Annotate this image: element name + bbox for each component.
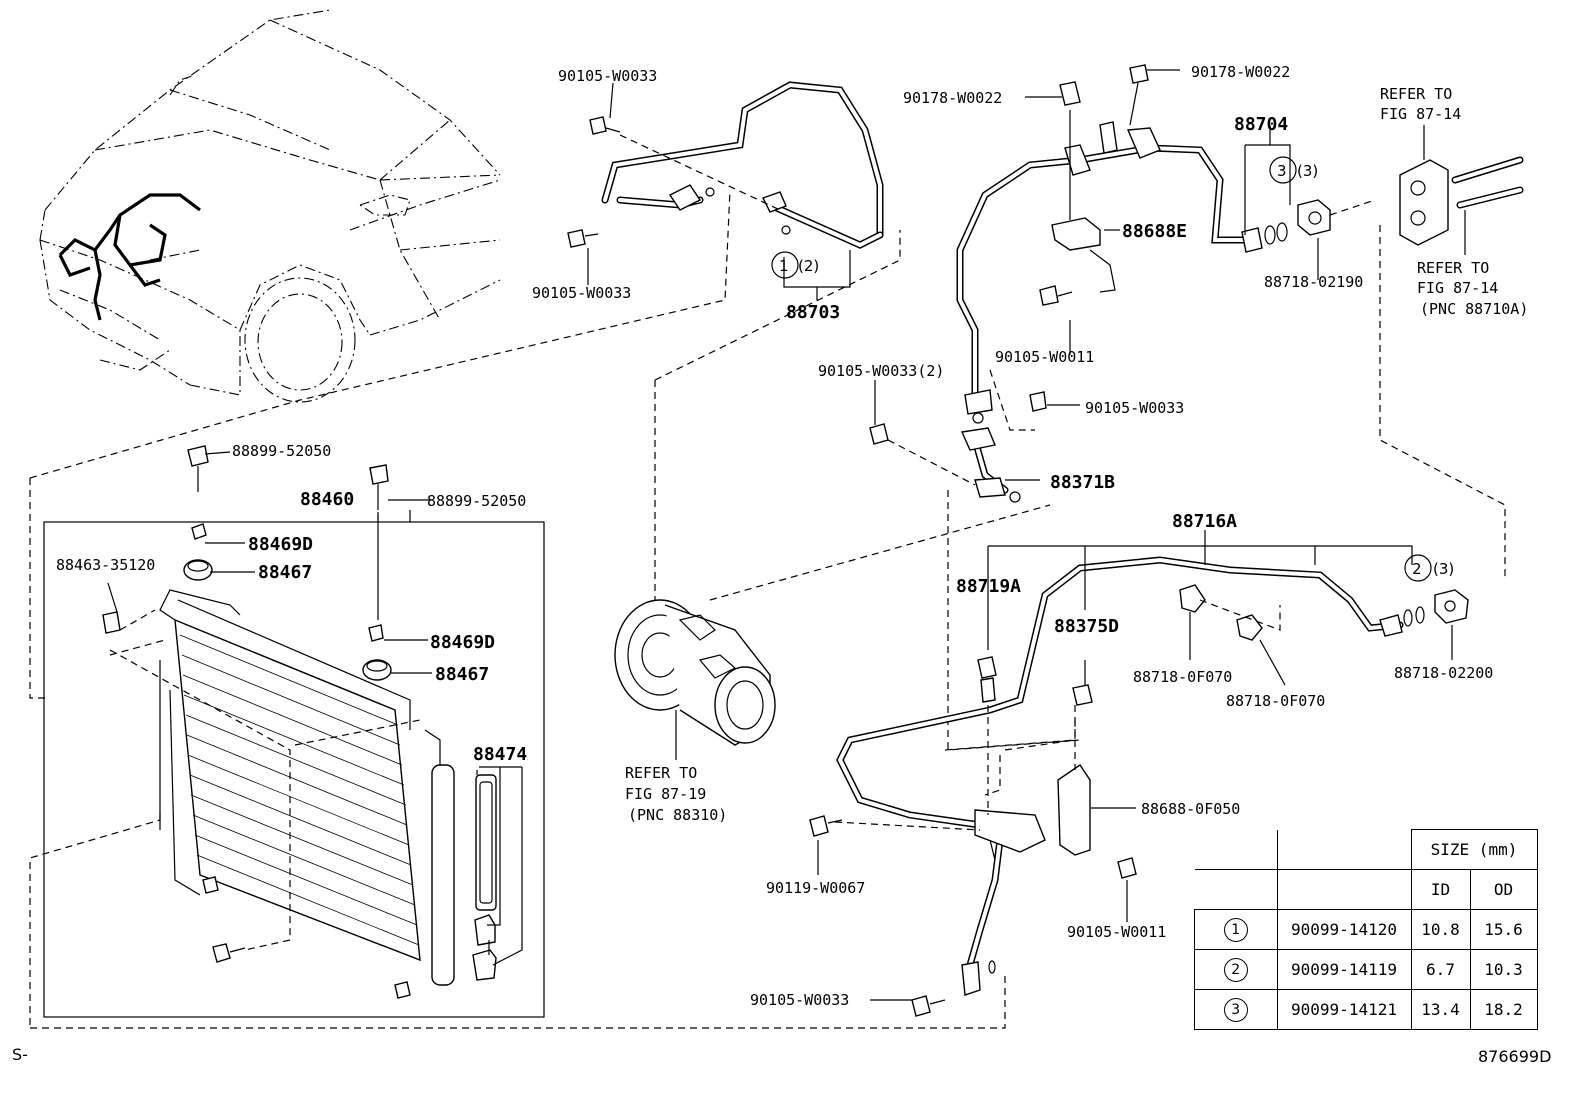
label-88718-0f070-a: 88718-0F070 bbox=[1133, 668, 1232, 686]
label-90105-w0033-top: 90105-W0033 bbox=[558, 67, 657, 85]
row-mark: 2 bbox=[1194, 949, 1278, 990]
guide-lines bbox=[29, 189, 1506, 1029]
condenser-assembly bbox=[43, 445, 545, 1018]
refer-fig-87-19-line3: (PNC 88310) bbox=[628, 806, 727, 824]
callout-1: 1 bbox=[779, 257, 789, 275]
size-col-od: OD bbox=[1469, 869, 1538, 910]
row-part: 90099-14121 bbox=[1276, 989, 1412, 1030]
label-88899-52050-b: 88899-52050 bbox=[427, 492, 526, 510]
refer-fig-87-14-line2: FIG 87-14 bbox=[1380, 105, 1461, 123]
label-88688-0f050: 88688-0F050 bbox=[1141, 800, 1240, 818]
label-90105-w0011-a: 90105-W0011 bbox=[995, 348, 1094, 366]
footer-left-code: S- bbox=[12, 1045, 28, 1064]
label-90105-w0033-2: 90105-W0033(2) bbox=[818, 362, 944, 380]
label-88704: 88704 bbox=[1234, 114, 1288, 135]
refer-fig-87-14b-line3: (PNC 88710A) bbox=[1420, 300, 1528, 318]
size-table: SIZE (mm) ID OD 1 90099-14120 10.8 15.6 … bbox=[1194, 829, 1538, 1030]
circle-callouts: 1 3 2 bbox=[771, 156, 1432, 582]
refer-notes: REFER TO FIG 87-14 REFER TO FIG 87-14 (P… bbox=[625, 85, 1528, 824]
label-88716a: 88716A bbox=[1172, 511, 1237, 532]
label-88371b: 88371B bbox=[1050, 472, 1115, 493]
label-88375d: 88375D bbox=[1054, 616, 1119, 637]
connector-block bbox=[1399, 125, 1524, 255]
label-88718-02190: 88718-02190 bbox=[1264, 273, 1363, 291]
row-id: 13.4 bbox=[1410, 989, 1471, 1030]
row-od: 10.3 bbox=[1469, 949, 1538, 990]
label-88469d-b: 88469D bbox=[430, 632, 495, 653]
label-88460: 88460 bbox=[300, 489, 354, 510]
size-col-id: ID bbox=[1410, 869, 1471, 910]
label-88718-02200: 88718-02200 bbox=[1394, 664, 1493, 682]
refer-fig-87-14-line1: REFER TO bbox=[1380, 85, 1452, 103]
callout-2: 2 bbox=[1412, 560, 1422, 578]
row-part: 90099-14119 bbox=[1276, 949, 1412, 990]
label-90178-w0022-right: 90178-W0022 bbox=[1191, 63, 1290, 81]
label-88469d-a: 88469D bbox=[248, 534, 313, 555]
label-90178-w0022-left: 90178-W0022 bbox=[903, 89, 1002, 107]
refer-fig-87-19-line1: REFER TO bbox=[625, 764, 697, 782]
label-90105-w0033-d: 90105-W0033 bbox=[750, 991, 849, 1009]
hose-88703 bbox=[567, 81, 884, 300]
figure-number: 876699D bbox=[1478, 1047, 1552, 1066]
row-od: 18.2 bbox=[1469, 989, 1538, 1030]
compressor bbox=[614, 599, 776, 760]
label-88463-35120: 88463-35120 bbox=[56, 556, 155, 574]
label-90119-w0067: 90119-W0067 bbox=[766, 879, 865, 897]
label-qty-2: (3) bbox=[1433, 560, 1454, 578]
label-88474: 88474 bbox=[473, 744, 527, 765]
label-88718-0f070-b: 88718-0F070 bbox=[1226, 692, 1325, 710]
table-row: 3 90099-14121 13.4 18.2 bbox=[1194, 989, 1538, 1030]
vehicle-illustration bbox=[39, 9, 501, 403]
label-90105-w0011-b: 90105-W0011 bbox=[1067, 923, 1166, 941]
label-90105-w0033-mid: 90105-W0033 bbox=[532, 284, 631, 302]
label-90105-w0033-c: 90105-W0033 bbox=[1085, 399, 1184, 417]
label-88899-52050-a: 88899-52050 bbox=[232, 442, 331, 460]
refer-fig-87-14b-line1: REFER TO bbox=[1417, 259, 1489, 277]
row-id: 10.8 bbox=[1410, 909, 1471, 950]
part-labels: 90105-W0033 90105-W0033 88703 (2) 90178-… bbox=[56, 63, 1493, 1009]
refer-fig-87-14b-line2: FIG 87-14 bbox=[1417, 279, 1498, 297]
row-part: 90099-14120 bbox=[1276, 909, 1412, 950]
label-qty-1: (2) bbox=[798, 257, 819, 275]
row-id: 6.7 bbox=[1410, 949, 1471, 990]
liquid-pipe bbox=[809, 530, 1469, 1017]
callout-3: 3 bbox=[1277, 162, 1287, 180]
size-table-title: SIZE (mm) bbox=[1410, 829, 1538, 870]
label-88688e: 88688E bbox=[1122, 221, 1187, 242]
label-88467-b: 88467 bbox=[435, 664, 489, 685]
row-mark: 1 bbox=[1194, 909, 1278, 950]
label-88703: 88703 bbox=[786, 302, 840, 323]
label-qty-3a: (3) bbox=[1297, 162, 1318, 180]
row-mark: 3 bbox=[1194, 989, 1278, 1030]
label-88467-a: 88467 bbox=[258, 562, 312, 583]
table-row: 1 90099-14120 10.8 15.6 bbox=[1194, 909, 1538, 950]
row-od: 15.6 bbox=[1469, 909, 1538, 950]
table-row: 2 90099-14119 6.7 10.3 bbox=[1194, 949, 1538, 990]
refer-fig-87-19-line2: FIG 87-19 bbox=[625, 785, 706, 803]
label-88719a: 88719A bbox=[956, 576, 1021, 597]
suction-hose bbox=[869, 64, 1376, 503]
